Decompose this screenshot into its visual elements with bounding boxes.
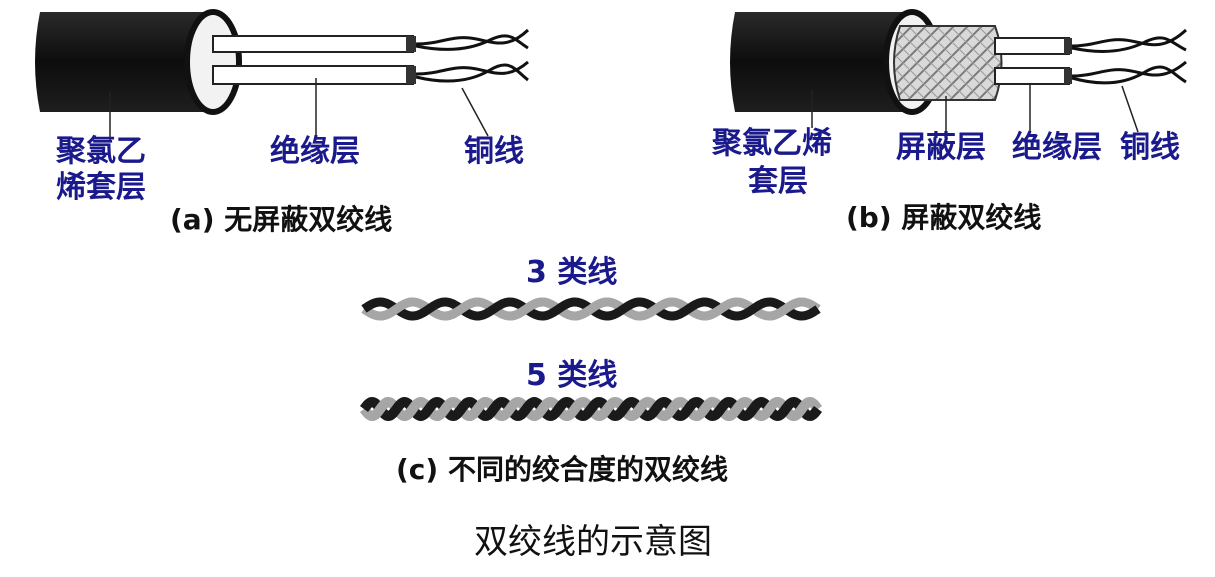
stp-leader-lines [811,84,1139,133]
stp-shield-label: 屏蔽层 [896,130,986,165]
cat5-crossing [565,397,584,422]
cat5-crossing [792,397,811,422]
cat3-crossing [574,297,608,321]
stp-jacket [730,12,905,112]
cat5-dark-wire [359,396,823,422]
cat5-twisted-pair [359,396,823,422]
stp-cable [730,9,1188,133]
cat3-crossing [638,297,673,321]
cat5-crossing [727,397,746,421]
utp-jacket-label-line1: 聚氯乙 [56,134,146,169]
cat3-label: 3 类线 [526,255,618,290]
panel-b-caption: (b) 屏蔽双绞线 [846,201,1042,234]
stp-copper-conductors [1071,28,1188,85]
stp-shield [893,25,1003,101]
cat5-crossing [371,397,390,421]
utp-jacket-end [184,9,242,115]
cat5-crossing [598,397,617,421]
stp-copper-label: 铜线 [1120,130,1180,165]
cat5-crossing [760,397,779,421]
cat3-crossing [769,297,802,321]
cat5-crossing [403,397,422,422]
cat5-crossing [436,397,455,421]
cat5-crossing [467,397,487,422]
stp-jacket-label-line2: 套层 [748,164,808,199]
cat3-crossing [444,297,478,321]
utp-copper-conductors [415,28,530,83]
utp-copper-label: 铜线 [464,134,524,169]
cat3-twisted-pair [361,297,821,321]
utp-jacket-label-line2: 烯套层 [56,170,146,205]
stp-jacket-label-line1: 聚氯乙烯 [712,126,832,161]
utp-insulated-wires [212,35,416,85]
figure-title: 双绞线的示意图 [474,522,712,562]
utp-leader-lines [109,78,489,140]
cat5-crossing [694,397,714,422]
cat3-crossing [704,297,737,321]
stp-insulation-label: 绝缘层 [1012,130,1102,165]
utp-jacket [35,12,205,112]
cat5-crossing [663,397,682,421]
cat5-crossing [500,397,519,421]
cat5-crossing [630,397,649,422]
utp-insulation-label: 绝缘层 [270,134,360,169]
cat5-crossing [533,397,552,421]
cat3-crossing [509,297,543,321]
cat5-label: 5 类线 [526,358,618,393]
panel-c-caption: (c) 不同的绞合度的双绞线 [396,453,728,486]
stp-insulated-wires [994,37,1072,85]
utp-cable [35,9,530,140]
cat3-crossing [379,297,413,321]
panel-a-caption: (a) 无屏蔽双绞线 [170,203,393,236]
